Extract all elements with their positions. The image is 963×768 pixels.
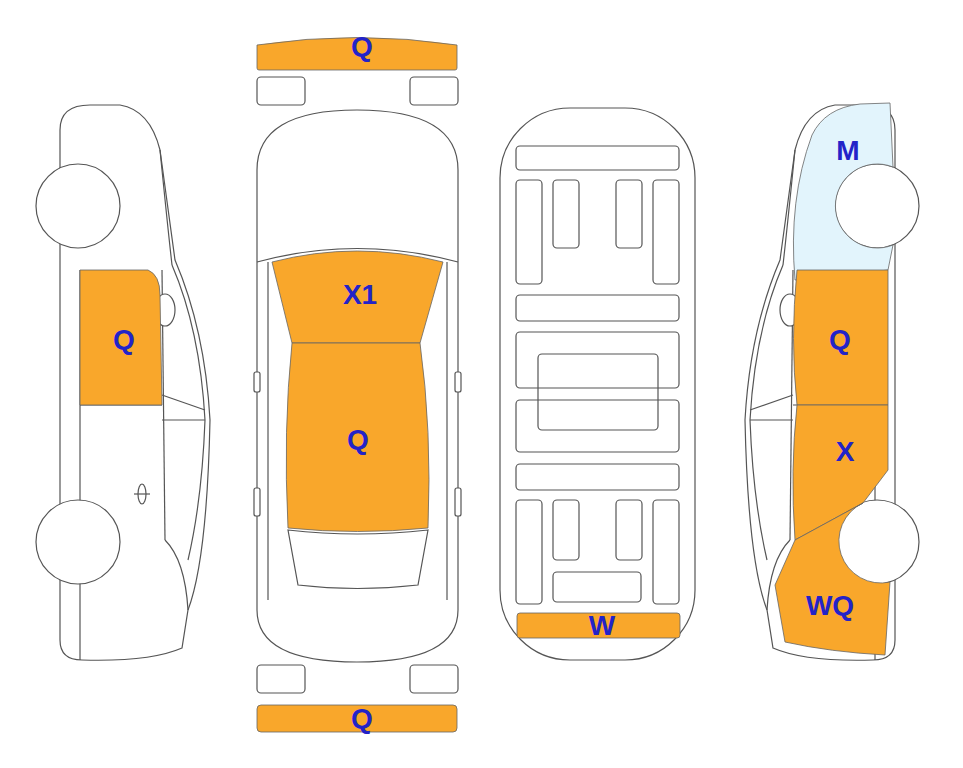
damage-panel: Q (280, 341, 434, 537)
damage-panel: Q (786, 268, 890, 408)
damage-panel: X1 (268, 238, 448, 346)
damage-panel: Q (255, 28, 460, 73)
damage-code: WQ (806, 592, 854, 620)
damage-code: Q (347, 426, 369, 454)
panel-shape (773, 500, 892, 658)
damage-panel: WQ (773, 500, 892, 658)
damage-panel: M (785, 100, 897, 283)
damage-code: X (836, 438, 855, 466)
damage-code: Q (829, 326, 851, 354)
panel-fill (775, 503, 890, 655)
panel-fill (286, 343, 429, 532)
damage-code: X1 (343, 281, 377, 309)
panel-fill (80, 270, 162, 405)
damage-code: Q (351, 705, 373, 733)
side-view (36, 105, 210, 660)
panel-fill (794, 270, 889, 405)
top-view (254, 77, 461, 693)
damage-panel: Q (255, 703, 460, 735)
damage-panel: Q (76, 266, 166, 410)
panel-fill (257, 705, 457, 732)
damage-code: W (589, 612, 615, 640)
damage-code: Q (351, 33, 373, 61)
panel-fill (272, 251, 443, 343)
damage-code: Q (113, 326, 135, 354)
damage-panel: W (515, 611, 682, 641)
panel-fill (793, 103, 893, 280)
damage-code: M (836, 137, 859, 165)
underbody-view (500, 108, 695, 660)
panel-shape (785, 100, 897, 283)
